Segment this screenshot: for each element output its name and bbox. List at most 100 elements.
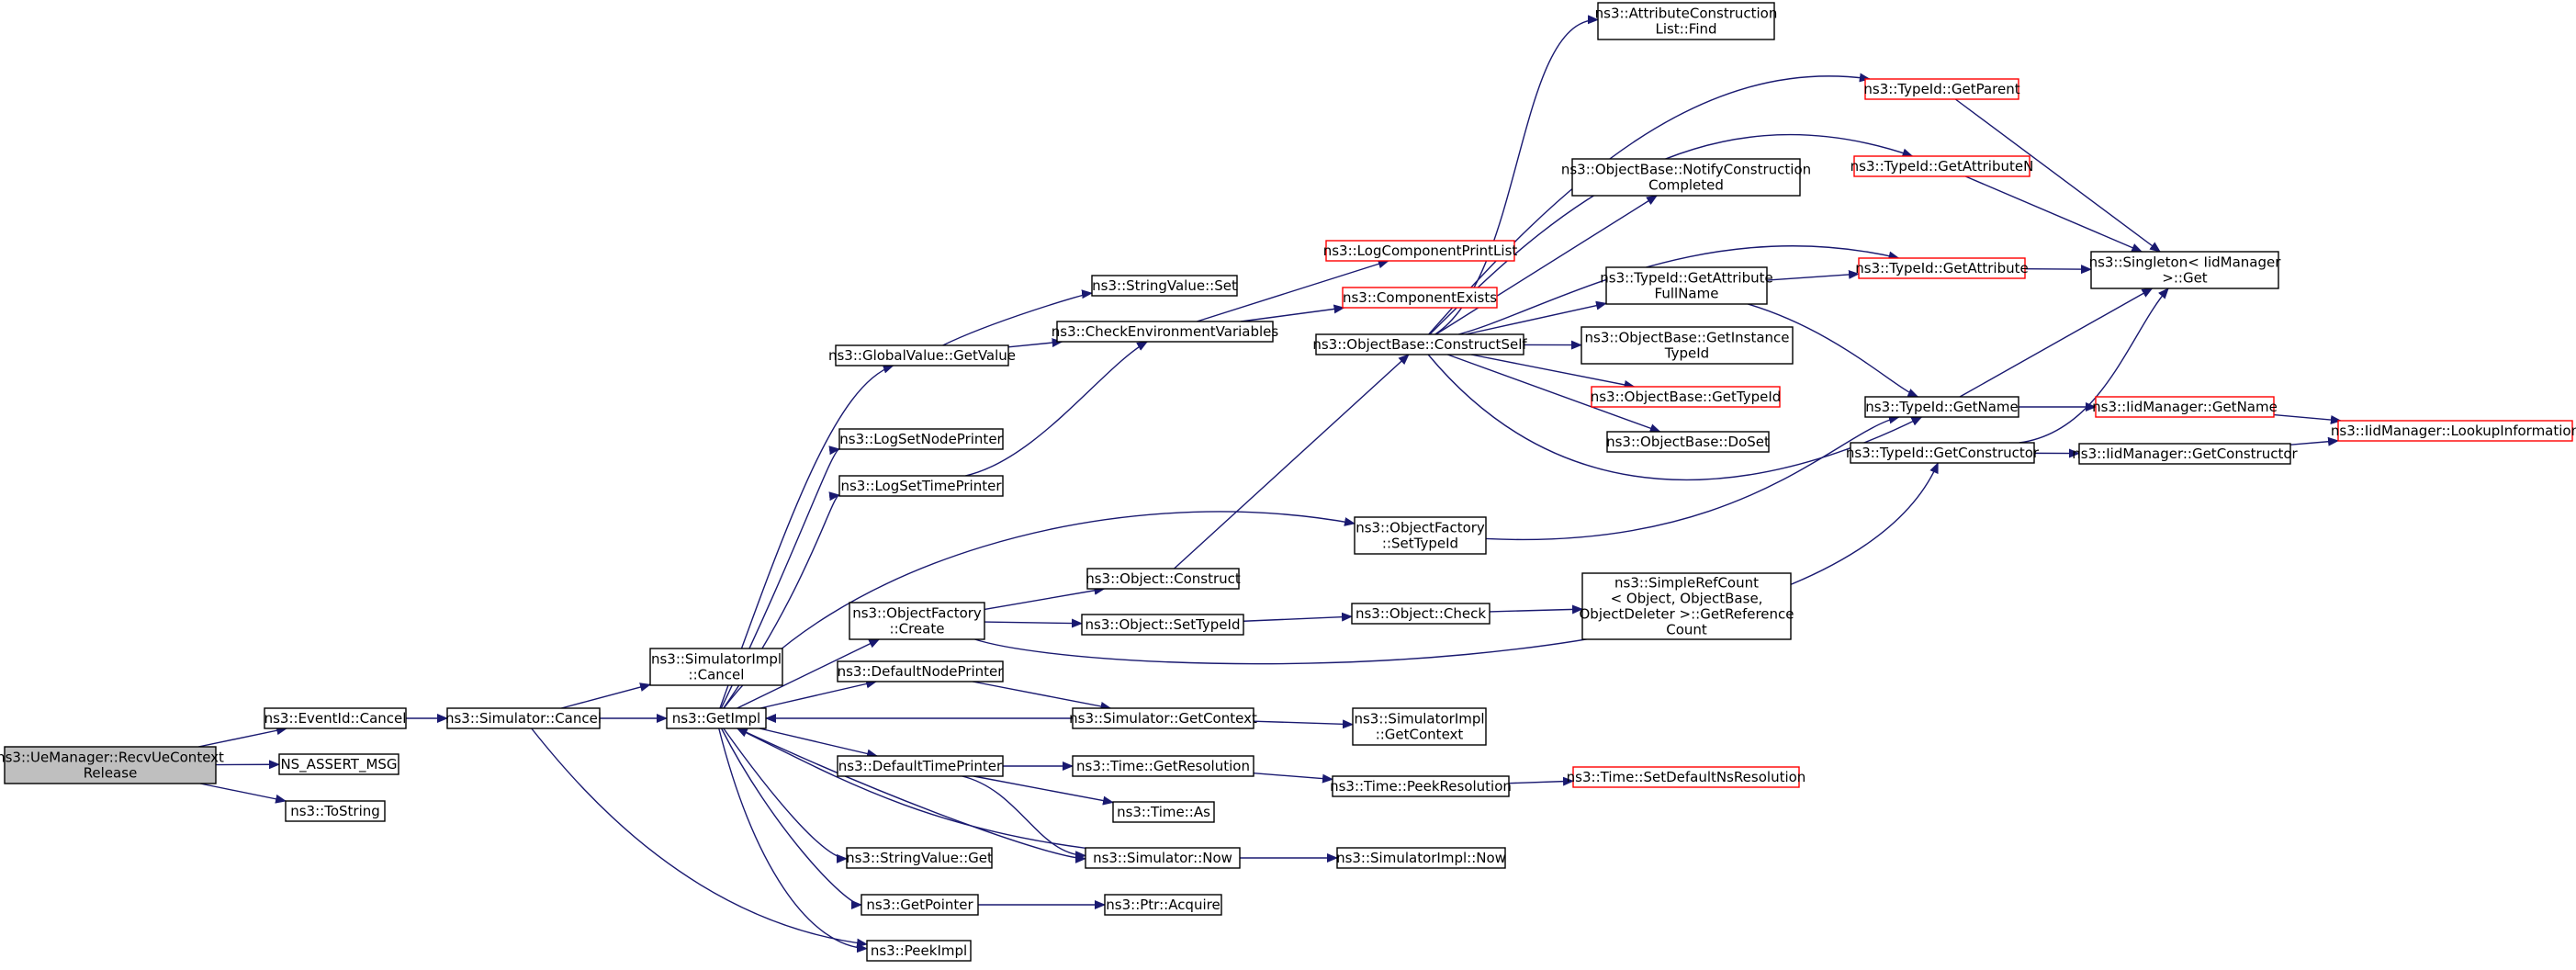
node-box	[837, 755, 1004, 777]
graph-node-simnow[interactable]: ns3::Simulator::Now	[1085, 847, 1241, 869]
call-edge-obconstructself-to-tidgetparent	[1428, 73, 1871, 335]
node-box	[1336, 847, 1506, 869]
graph-node-tidgetname[interactable]: ns3::TypeId::GetName	[1864, 396, 2019, 418]
graph-node-simimplcancel[interactable]: ns3::SimulatorImpl::Cancel	[649, 648, 783, 686]
node-box	[2337, 420, 2573, 442]
graph-node-ofcreate[interactable]: ns3::ObjectFactory::Create	[849, 602, 985, 640]
node-box	[838, 475, 1004, 497]
graph-node-tidgetctor[interactable]: ns3::TypeId::GetConstructor	[1846, 442, 2040, 464]
graph-node-obconstructself[interactable]: ns3::ObjectBase::ConstructSelf	[1312, 333, 1527, 355]
graph-node-getpointer[interactable]: ns3::GetPointer	[861, 894, 979, 916]
node-box	[837, 660, 1004, 682]
node-box	[1352, 707, 1487, 746]
graph-node-compexists[interactable]: ns3::ComponentExists	[1342, 287, 1498, 309]
graph-node-ofsettid[interactable]: ns3::ObjectFactory::SetTypeId	[1354, 516, 1487, 555]
graph-node-obdoset[interactable]: ns3::ObjectBase::DoSet	[1606, 431, 1770, 453]
graph-node-tostring[interactable]: ns3::ToString	[285, 800, 386, 822]
graph-node-tidgetattr[interactable]: ns3::TypeId::GetAttribute	[1855, 257, 2029, 279]
node-box	[1354, 516, 1487, 555]
graph-node-gvget[interactable]: ns3::GlobalValue::GetValue	[828, 344, 1016, 367]
node-label: NS_ASSERT_MSG	[280, 756, 397, 773]
graph-node-timesetdef[interactable]: ns3::Time::SetDefaultNsResolution	[1567, 766, 1806, 788]
node-label: ns3::Time::PeekResolution	[1330, 778, 1512, 795]
graph-node-nsassert[interactable]: NS_ASSERT_MSG	[278, 753, 399, 775]
node-label: ns3::Simulator::Cancel	[445, 710, 602, 727]
node-box	[1112, 801, 1215, 823]
node-label: ns3::PeekImpl	[871, 942, 967, 959]
graph-node-simimplnow[interactable]: ns3::SimulatorImpl::Now	[1336, 847, 1506, 869]
graph-node-simgetctx[interactable]: ns3::Simulator::GetContext	[1069, 707, 1257, 729]
graph-node-defnode[interactable]: ns3::DefaultNodePrinter	[837, 660, 1005, 682]
graph-node-evcancel[interactable]: ns3::EventId::Cancel	[264, 707, 407, 729]
node-label: ns3::Singleton< IidManager	[2089, 254, 2282, 270]
call-edge-ofcreate-to-tidgetctor	[974, 462, 1939, 665]
graph-node-logcpl[interactable]: ns3::LogComponentPrintList	[1323, 240, 1518, 262]
call-edge-tidgetparent-to-singleton	[1954, 98, 2161, 253]
graph-node-tidgetattrn[interactable]: ns3::TypeId::GetAttributeN	[1850, 155, 2034, 177]
node-label: ns3::DefaultTimePrinter	[838, 758, 1003, 774]
edges-layer	[197, 15, 2342, 953]
node-box	[4, 746, 217, 784]
graph-node-logtime[interactable]: ns3::LogSetTimePrinter	[838, 475, 1004, 497]
node-box	[1315, 333, 1524, 355]
node-label: Release	[84, 764, 138, 781]
node-box	[1864, 78, 2019, 100]
graph-node-lognode[interactable]: ns3::LogSetNodePrinter	[838, 428, 1004, 450]
graph-node-singleton[interactable]: ns3::Singleton< IidManager>::Get	[2089, 251, 2282, 289]
graph-node-iidgetname[interactable]: ns3::IidManager::GetName	[2092, 396, 2278, 418]
graph-node-svget[interactable]: ns3::StringValue::Get	[846, 847, 993, 869]
node-box	[1853, 155, 2030, 177]
graph-node-simplerefcount[interactable]: ns3::SimpleRefCount< Object, ObjectBase,…	[1579, 572, 1794, 640]
graph-node-iidlookup[interactable]: ns3::IidManager::LookupInformation	[2331, 420, 2576, 442]
node-box	[1091, 275, 1238, 297]
graph-node-peekimpl[interactable]: ns3::PeekImpl	[866, 940, 972, 962]
graph-node-simcancel[interactable]: ns3::Simulator::Cancel	[445, 707, 602, 729]
graph-node-simimplgetctx[interactable]: ns3::SimulatorImpl::GetContext	[1352, 707, 1487, 746]
call-edge-getimpl-to-ofsettid	[723, 511, 1355, 709]
graph-node-objcheck[interactable]: ns3::Object::Check	[1351, 603, 1490, 625]
graph-node-tidgetparent[interactable]: ns3::TypeId::GetParent	[1863, 78, 2020, 100]
node-label: ::GetContext	[1376, 726, 1464, 742]
graph-node-obgettid[interactable]: ns3::ObjectBase::GetTypeId	[1591, 386, 1782, 408]
node-label: ns3::LogSetTimePrinter	[840, 478, 1002, 494]
call-edge-simnow-to-getimpl	[736, 728, 1086, 849]
call-edge-tidgafn-to-tidgetname	[1748, 303, 1919, 398]
graph-node-getimpl[interactable]: ns3::GetImpl	[666, 707, 767, 729]
node-label: ns3::ObjectBase::ConstructSelf	[1312, 336, 1527, 353]
node-label: ns3::Object::SetTypeId	[1086, 616, 1241, 633]
call-edge-simcancel-to-peekimpl	[531, 728, 868, 948]
graph-node-checkenv[interactable]: ns3::CheckEnvironmentVariables	[1052, 321, 1279, 343]
graph-node-timegetres[interactable]: ns3::Time::GetResolution	[1072, 755, 1254, 777]
graph-node-objsettid[interactable]: ns3::Object::SetTypeId	[1081, 614, 1244, 636]
graph-node-timeas[interactable]: ns3::Time::As	[1112, 801, 1215, 823]
graph-node-iidgetctor[interactable]: ns3::IidManager::GetConstructor	[2072, 443, 2299, 465]
graph-node-objconstruct[interactable]: ns3::Object::Construct	[1086, 568, 1241, 590]
call-edge-tidgetctor-to-singleton	[2019, 288, 2169, 444]
graph-node-notifycc[interactable]: ns3::ObjectBase::NotifyConstructionCompl…	[1561, 158, 1811, 197]
node-box	[1864, 396, 2019, 418]
node-box	[835, 344, 1009, 367]
node-box	[846, 847, 993, 869]
call-edge-obconstructself-to-obgettid	[1470, 354, 1636, 389]
node-box	[1056, 321, 1274, 343]
call-edge-gvget-to-svset	[942, 289, 1093, 346]
node-label: ns3::DefaultNodePrinter	[838, 663, 1005, 680]
node-label: ns3::ObjectFactory	[852, 604, 982, 621]
node-label: ns3::ToString	[290, 803, 380, 819]
call-edge-timepeekres-to-timesetdef	[1508, 776, 1574, 786]
graph-node-ptracquire[interactable]: ns3::Ptr::Acquire	[1104, 894, 1222, 916]
graph-node-timepeekres[interactable]: ns3::Time::PeekResolution	[1330, 775, 1512, 797]
graph-node-svset[interactable]: ns3::StringValue::Set	[1091, 275, 1238, 297]
graph-node-deftime[interactable]: ns3::DefaultTimePrinter	[837, 755, 1004, 777]
node-label: ns3::GetPointer	[866, 897, 973, 913]
call-edge-getimpl-to-svget	[723, 728, 848, 863]
node-label: ns3::TypeId::GetAttributeN	[1850, 158, 2034, 175]
node-box	[1325, 240, 1515, 262]
node-box	[2090, 251, 2279, 289]
node-label: ns3::Time::SetDefaultNsResolution	[1567, 769, 1806, 785]
